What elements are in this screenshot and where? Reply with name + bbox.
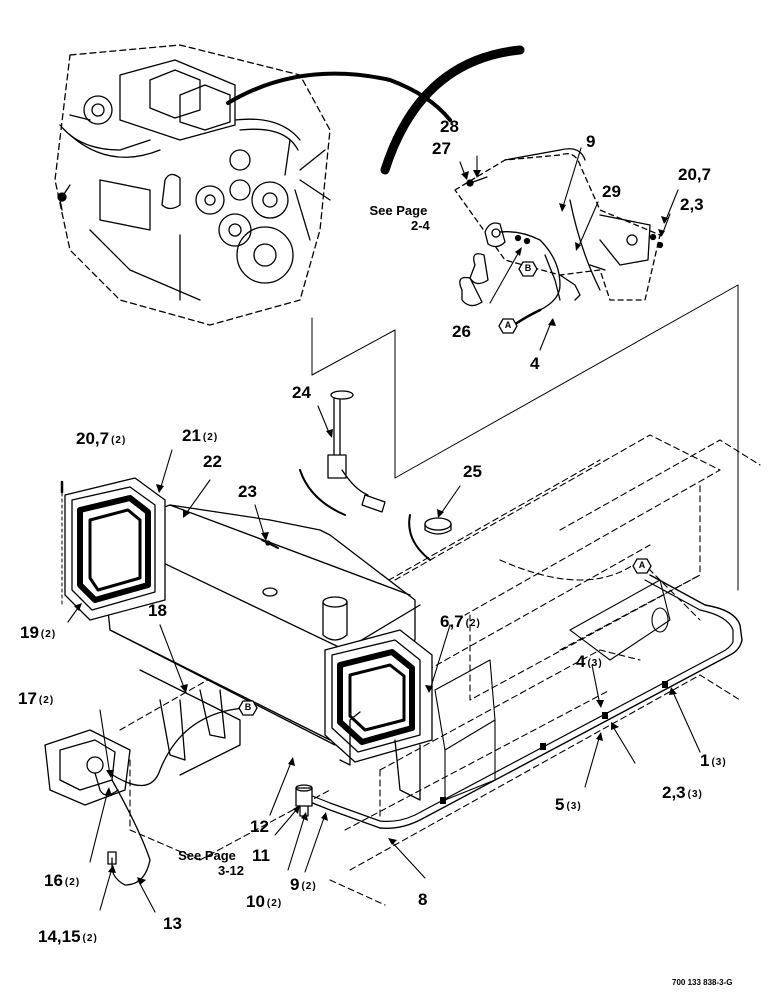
see-page-note-bottom-line2: 3-12 <box>218 863 245 878</box>
part-label-6-7: 6,7(2) <box>440 613 481 630</box>
part-label-14-15-qty: (2) <box>82 933 98 944</box>
fuel-line-outer <box>304 574 743 830</box>
part-label-4-bottom-number: 4 <box>576 652 586 671</box>
tank-strap-right <box>324 629 433 763</box>
fuel-line-inner <box>304 579 734 822</box>
large-hose-arc <box>380 45 525 175</box>
callout-a-top: A <box>498 318 518 334</box>
part-label-28: 28 <box>440 117 459 136</box>
part-label-1-qty: (3) <box>711 757 727 768</box>
see-page-note-bottom-line1: See Page <box>178 848 236 863</box>
part-label-4-top: 4 <box>530 354 540 373</box>
part-label-9-top: 9 <box>586 132 596 151</box>
filler-cap-part <box>424 517 452 535</box>
leader-lines <box>67 147 701 913</box>
part-label-5-qty: (3) <box>566 801 582 812</box>
tank-strap-left <box>64 477 166 621</box>
part-label-24: 24 <box>292 383 311 402</box>
part-label-1: 1(3) <box>700 752 727 769</box>
callout-a-bottom-label: A <box>638 560 646 570</box>
part-label-4-bottom-qty: (3) <box>587 658 603 669</box>
part-label-4-bottom: 4(3) <box>576 653 603 670</box>
part-label-2-3-bottom: 2,3(3) <box>662 784 703 801</box>
part-label-9-bottom-qty: (2) <box>301 881 317 892</box>
part-label-16-qty: (2) <box>64 877 81 888</box>
part-label-18: 18 <box>148 601 167 620</box>
see-page-note-top-line2: 2-4 <box>411 218 430 233</box>
part-label-11: 11 <box>252 846 270 865</box>
part-label-26: 26 <box>452 322 471 341</box>
callout-b-top-label: B <box>524 263 532 273</box>
part-label-10: 10(2) <box>246 893 282 910</box>
part-label-17-qty: (2) <box>38 695 55 706</box>
part-label-20-7-left-qty: (2) <box>111 435 127 446</box>
part-label-25: 25 <box>463 462 482 481</box>
part-label-20-7-left-number: 20,7 <box>76 429 110 448</box>
see-page-note-bottom: See Page 3-12 <box>170 848 244 878</box>
callout-b-bottom-label: B <box>244 702 252 712</box>
upper-hose <box>226 71 452 122</box>
engine-assembly <box>54 44 331 326</box>
part-label-14-15-number: 14,15 <box>38 927 81 946</box>
part-label-5: 5(3) <box>555 796 582 813</box>
part-label-17-number: 17 <box>18 689 37 708</box>
part-label-13: 13 <box>163 914 182 933</box>
part-label-1-number: 1 <box>700 751 710 770</box>
guide-line-sender <box>311 284 739 591</box>
part-label-9-bottom: 9(2) <box>290 876 317 893</box>
part-label-29: 29 <box>602 182 621 201</box>
see-page-note-top: See Page 2-4 <box>367 203 430 233</box>
part-label-19-number: 19 <box>20 623 39 642</box>
part-label-17: 17(2) <box>18 690 54 707</box>
part-label-8: 8 <box>418 890 428 909</box>
callout-a-bottom: A <box>632 558 652 574</box>
fuel-sender-part <box>327 390 386 513</box>
part-label-2-3-top: 2,3 <box>680 195 704 214</box>
callout-a-top-label: A <box>504 320 512 330</box>
part-label-16: 16(2) <box>44 872 80 889</box>
tank-mount-brackets <box>139 669 421 801</box>
part-label-22: 22 <box>203 452 222 471</box>
part-label-2-3-bottom-number: 2,3 <box>662 783 686 802</box>
part-label-6-7-number: 6,7 <box>440 612 464 631</box>
part-label-10-number: 10 <box>246 892 265 911</box>
part-label-14-15: 14,15(2) <box>38 928 98 945</box>
part-label-16-number: 16 <box>44 871 63 890</box>
part-label-21: 21(2) <box>182 427 218 444</box>
see-page-note-top-line1: See Page <box>369 203 428 218</box>
callout-b-bottom: B <box>238 700 258 716</box>
part-label-6-7-qty: (2) <box>465 618 481 629</box>
sender-bracket-assembly <box>454 148 664 330</box>
drain-valve-part <box>295 784 313 817</box>
part-label-23: 23 <box>238 482 257 501</box>
part-label-12: 12 <box>250 817 269 836</box>
part-label-10-qty: (2) <box>266 898 283 909</box>
callout-b-top: B <box>518 261 538 277</box>
shutoff-valve-assembly <box>44 707 243 886</box>
document-number: 700 133 838-3-G <box>672 978 733 987</box>
part-label-20-7-left: 20,7(2) <box>76 430 126 447</box>
part-label-21-number: 21 <box>182 426 201 445</box>
part-label-19: 19(2) <box>20 624 56 641</box>
line-clamps <box>440 681 668 804</box>
part-label-2-3-bottom-qty: (3) <box>687 789 703 800</box>
part-label-21-qty: (2) <box>202 432 219 443</box>
part-label-27: 27 <box>432 139 451 158</box>
part-label-9-bottom-number: 9 <box>290 875 300 894</box>
part-label-5-number: 5 <box>555 795 565 814</box>
part-label-20-7-top: 20,7 <box>678 165 712 184</box>
part-label-19-qty: (2) <box>40 629 57 640</box>
